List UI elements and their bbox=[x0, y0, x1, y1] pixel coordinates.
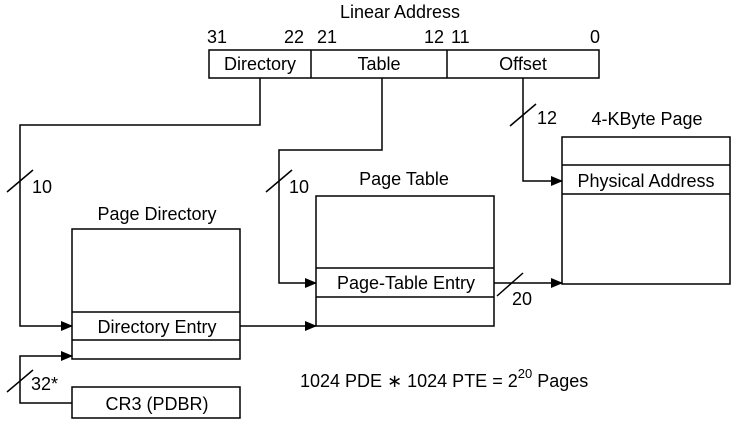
offset-arrow bbox=[522, 78, 563, 186]
linear-address-frame bbox=[208, 49, 600, 79]
table-field: Table bbox=[357, 54, 400, 74]
offset-bus-slash bbox=[509, 103, 537, 127]
page-frame-table: Physical Address bbox=[561, 136, 731, 285]
page-table-frame bbox=[315, 195, 495, 327]
cr3-bus-width: 32* bbox=[31, 374, 58, 394]
table-bus-slash bbox=[265, 169, 293, 193]
page-directory-title: Page Directory bbox=[97, 204, 216, 224]
capacity-formula: 1024 PDE ∗ 1024 PTE = 220 Pages bbox=[300, 366, 588, 391]
directory-bus-width: 10 bbox=[32, 177, 52, 197]
page-frame bbox=[561, 136, 731, 285]
bit-21-label: 21 bbox=[317, 27, 337, 47]
cr3-register-label: CR3 (PDBR) bbox=[105, 394, 208, 414]
offset-bus-width: 12 bbox=[537, 108, 557, 128]
bit-11-label: 11 bbox=[451, 27, 470, 47]
bit-0-label: 0 bbox=[590, 27, 600, 47]
cr3-arrow bbox=[19, 351, 73, 404]
directory-bus-slash bbox=[6, 169, 34, 193]
page-table-table: Page-Table Entry bbox=[315, 195, 495, 327]
table-index-arrow bbox=[278, 78, 383, 288]
bit-31-label: 31 bbox=[207, 27, 227, 47]
formula-exponent: 20 bbox=[518, 366, 532, 381]
linear-address-box: Directory Table Offset bbox=[208, 49, 600, 79]
directory-field: Directory bbox=[224, 54, 296, 74]
bit-12-label: 12 bbox=[424, 27, 444, 47]
page-directory-frame bbox=[71, 228, 241, 360]
page-table-title: Page Table bbox=[359, 169, 449, 189]
bit-22-label: 22 bbox=[284, 27, 304, 47]
physical-address-entry: Physical Address bbox=[577, 171, 714, 191]
page-directory-table: Directory Entry bbox=[71, 228, 241, 360]
cr3-register-box bbox=[71, 386, 241, 419]
directory-index-arrow bbox=[19, 78, 261, 331]
formula-text-after: Pages bbox=[532, 371, 588, 391]
linear-address-title: Linear Address bbox=[340, 2, 460, 22]
page-title: 4-KByte Page bbox=[591, 109, 702, 129]
cr3-bus-slash bbox=[6, 369, 34, 393]
table-bus-width: 10 bbox=[289, 177, 309, 197]
directory-entry: Directory Entry bbox=[97, 317, 216, 337]
offset-field: Offset bbox=[499, 54, 547, 74]
pte-bus-slash bbox=[496, 272, 524, 297]
page-table-entry: Page-Table Entry bbox=[337, 273, 475, 293]
pte-bus-width: 20 bbox=[512, 289, 532, 309]
formula-text-before: 1024 PDE ∗ 1024 PTE = 2 bbox=[300, 371, 518, 391]
